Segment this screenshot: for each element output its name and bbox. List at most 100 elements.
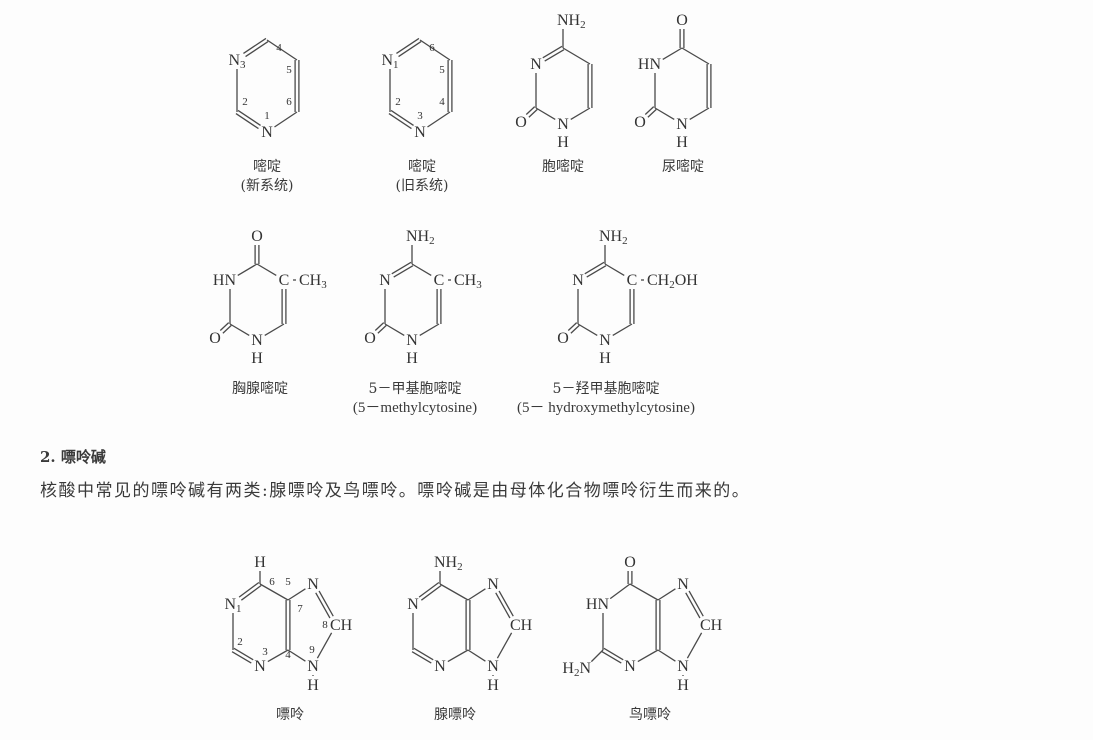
atom-subscript: 2 (580, 19, 586, 31)
double-bond (586, 265, 607, 278)
atom-symbol: N (407, 596, 419, 613)
bond (411, 263, 432, 276)
atom-label: H (406, 350, 418, 367)
atom-symbol: C (434, 272, 445, 289)
ring-locant: 3 (262, 646, 268, 658)
atom-symbol: N (254, 658, 266, 675)
ring-locant: 3 (417, 110, 423, 122)
atom-label: N (407, 596, 419, 613)
bond (264, 323, 285, 336)
atom-label: N (307, 576, 319, 593)
atom-symbol: N (307, 576, 319, 593)
bond (419, 323, 440, 336)
ring-locant: 5 (286, 64, 292, 76)
double-bond (528, 108, 538, 118)
atom-label: CH (700, 617, 723, 634)
caption-uracil: 尿嘧啶 (662, 158, 704, 177)
caption-line: 5－羟甲基胞嘧啶 (552, 381, 660, 397)
atom-symbol: N (434, 658, 446, 675)
atom-label: N (487, 658, 499, 675)
double-bond (396, 37, 420, 54)
double-bond (238, 581, 260, 598)
bond (384, 323, 405, 336)
atom-symbol: N (676, 116, 688, 133)
atom-symbol: CH (299, 272, 322, 289)
atom-label: NH2 (599, 228, 628, 248)
atom-symbol: N (487, 658, 499, 675)
atom-symbol: HN (213, 272, 237, 289)
atom-label: H2N (562, 660, 591, 680)
atom-symbol: H (406, 350, 418, 367)
atom-label: N (307, 658, 319, 675)
atom-symbol: N (381, 52, 393, 69)
double-bond (525, 106, 536, 115)
atom-symbol: N (228, 52, 240, 69)
atom-symbol: O (251, 228, 263, 245)
double-bond (542, 45, 563, 59)
atom-symbol: O (557, 330, 569, 347)
bond (657, 588, 676, 601)
atom-symbol: N (677, 576, 689, 593)
atom-symbol: O (515, 114, 527, 131)
bond (259, 583, 289, 601)
atom-symbol: HN (638, 56, 662, 73)
atom-label: CH3 (299, 272, 327, 292)
atom-label: N1 (224, 596, 241, 616)
atom-label: N (530, 56, 542, 73)
caption-guanine: 鸟嘌呤 (629, 706, 671, 725)
atom-label: N3 (228, 52, 246, 72)
double-bond (570, 324, 580, 334)
atom-label: N (379, 272, 391, 289)
atom-symbol: O (634, 114, 646, 131)
double-bond (418, 581, 440, 598)
bond (662, 47, 683, 60)
ring-locant: 4 (285, 649, 291, 661)
atom-label: H (254, 554, 266, 571)
caption-cytosine: 胞嘧啶 (542, 158, 584, 177)
atom-symbol: NH (599, 228, 623, 245)
bond (657, 649, 676, 662)
double-bond (219, 322, 230, 331)
atom-symbol: CH (330, 617, 353, 634)
ring-locant: 2 (395, 96, 401, 108)
bond (287, 588, 306, 601)
caption-line: 嘧啶 (253, 159, 281, 175)
double-bond (391, 261, 412, 275)
atom-subscript: 2 (574, 667, 580, 679)
double-bond (235, 113, 259, 130)
atom-symbol: CH (454, 272, 477, 289)
atom-label: N (487, 576, 499, 593)
caption-line: 尿嘧啶 (662, 159, 704, 175)
atom-label: H (487, 677, 499, 694)
caption-line: 嘧啶 (408, 159, 436, 175)
atom-label: N (677, 576, 689, 593)
atom-symbol: N (261, 124, 273, 141)
atom-symbol: H (677, 677, 689, 694)
double-bond (222, 324, 232, 334)
caption-line: 腺嘌呤 (434, 707, 476, 723)
atom-symbol: O (209, 330, 221, 347)
atom-symbol: NH (434, 554, 458, 571)
atom-symbol: N (406, 332, 418, 349)
atom-subscript: 2 (622, 235, 628, 247)
bond (427, 111, 451, 128)
bond (637, 649, 659, 663)
atom-subscript: 2 (457, 561, 463, 573)
atom-label: H (307, 677, 319, 694)
caption-purine: 嘌呤 (276, 706, 304, 725)
atom-symbol: CH (647, 272, 670, 289)
bond (274, 111, 298, 128)
atom-label: CH (330, 617, 353, 634)
bond (590, 649, 604, 663)
atom-symbol: N (487, 576, 499, 593)
atom-symbol: N (579, 660, 591, 677)
double-bond (318, 590, 334, 617)
